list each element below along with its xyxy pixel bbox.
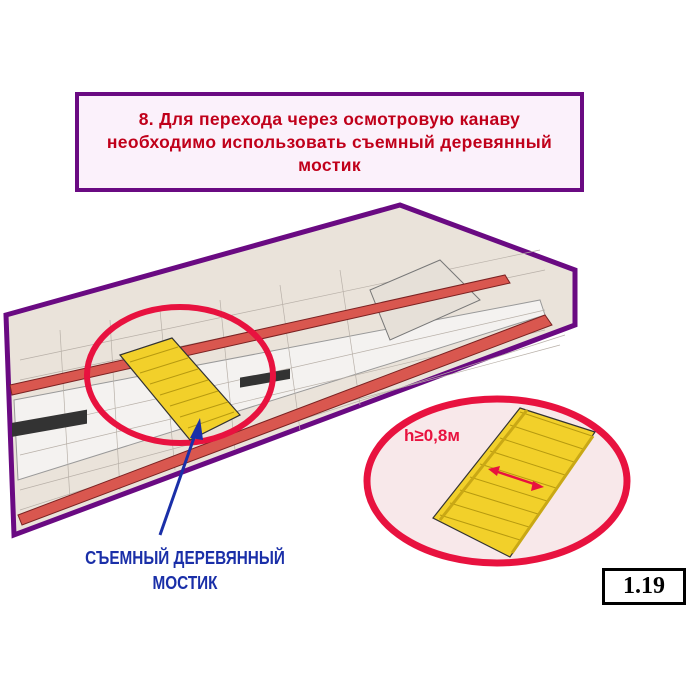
pit-edge-rail-near xyxy=(17,314,553,526)
dark-stripe xyxy=(12,409,87,437)
title-box: 8. Для перехода через осмотровую канаву … xyxy=(75,92,584,192)
dark-stripe xyxy=(240,368,290,388)
pointer-arrow xyxy=(158,418,203,536)
wooden-bridge xyxy=(118,337,241,441)
height-requirement-label: h≥0,8м xyxy=(404,426,460,445)
title-text: 8. Для перехода через осмотровую канаву … xyxy=(106,108,553,175)
highlight-ellipse xyxy=(84,304,276,446)
figure-number: 1.19 xyxy=(602,568,686,605)
bridge-label: СЪЕМНЫЙ ДЕРЕВЯННЫЙ МОСТИК xyxy=(85,548,285,593)
width-arrow-icon xyxy=(488,466,544,491)
bridge-detail xyxy=(432,407,596,558)
